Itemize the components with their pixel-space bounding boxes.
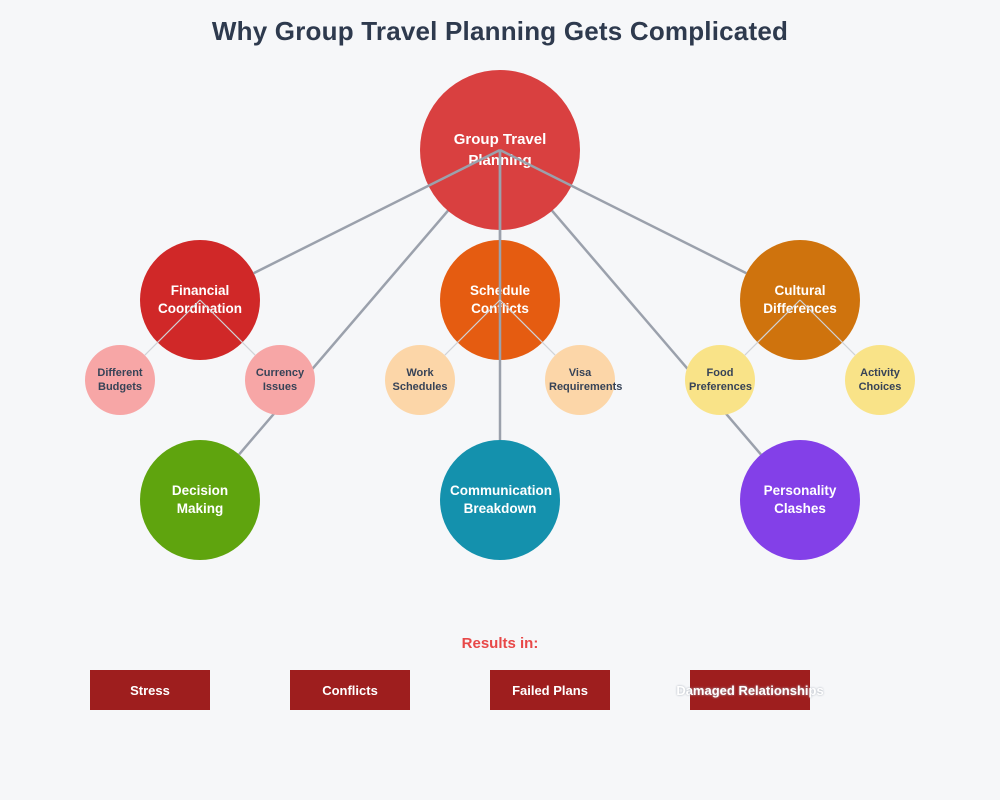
node-label: Activity Choices <box>858 366 902 393</box>
results-heading: Results in: <box>461 635 539 652</box>
node-decision-making: Decision Making <box>140 440 260 560</box>
result-box-label: Stress <box>130 682 170 698</box>
result-box-damaged-relationships: Damaged Relationships <box>676 670 824 710</box>
result-box-label: Conflicts <box>322 682 378 698</box>
node-work-schedules: Work Schedules <box>385 345 455 415</box>
node-schedule-conflicts: Schedule Conflicts <box>440 240 560 360</box>
node-label: Group Travel Planning <box>453 131 547 169</box>
result-box-stress: Stress <box>90 670 210 710</box>
node-food-preferences: Food Preferences <box>685 345 755 415</box>
node-label: Schedule Conflicts <box>469 282 531 316</box>
node-cultural-differences: Cultural Differences <box>740 240 860 360</box>
node-label: Decision Making <box>171 482 229 516</box>
result-box-label: Failed Plans <box>512 682 588 698</box>
node-currency-issues: Currency Issues <box>245 345 315 415</box>
node-label: Personality Clashes <box>763 482 837 516</box>
result-box-conflicts: Conflicts <box>290 670 410 710</box>
node-label: Financial Coordination <box>158 282 242 316</box>
node-different-budgets: Different Budgets <box>85 345 155 415</box>
result-box-failed-plans: Failed Plans <box>490 670 610 710</box>
node-label: Communication Breakdown <box>450 482 553 516</box>
node-activity-choices: Activity Choices <box>845 345 915 415</box>
result-box-label: Damaged Relationships <box>676 682 824 698</box>
node-financial-coordination: Financial Coordination <box>140 240 260 360</box>
page-title: Why Group Travel Planning Gets Complicat… <box>211 16 789 46</box>
node-label: Cultural Differences <box>763 282 837 316</box>
node-label: Visa Requirements <box>549 366 623 393</box>
node-personality-clashes: Personality Clashes <box>740 440 860 560</box>
node-communication-breakdown: Communication Breakdown <box>440 440 560 560</box>
node-label: Currency Issues <box>255 366 305 393</box>
node-group-travel-planning: Group Travel Planning <box>420 70 580 230</box>
node-label: Work Schedules <box>392 366 448 393</box>
node-visa-requirements: Visa Requirements <box>545 345 623 415</box>
node-label: Food Preferences <box>689 366 752 393</box>
node-label: Different Budgets <box>97 366 143 393</box>
